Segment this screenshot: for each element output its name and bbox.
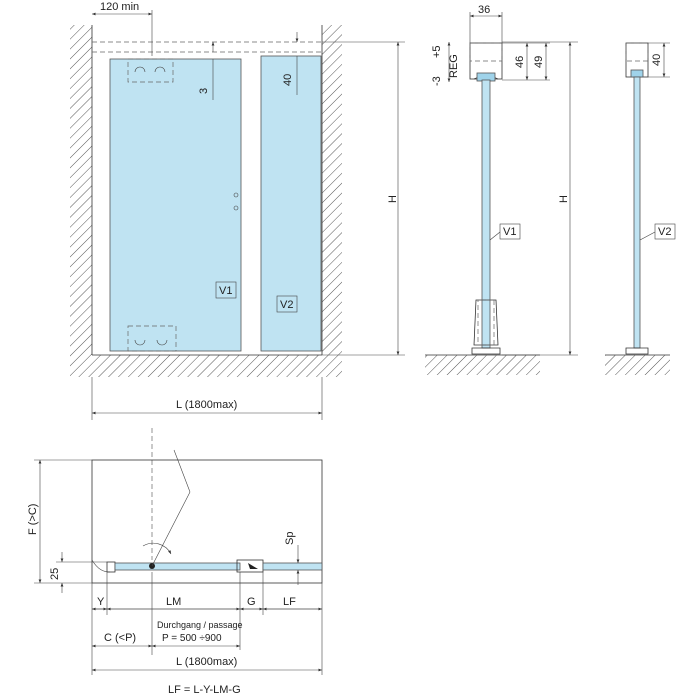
dim-40-section: 40 [651, 54, 663, 66]
reg-label: REG [448, 54, 460, 78]
panel-v1-label: V1 [219, 285, 232, 297]
dim-y: Y [97, 596, 105, 608]
floor-hatch [92, 355, 322, 377]
passage-label: Durchgang / passage [157, 620, 243, 630]
dim-49: 49 [533, 56, 545, 68]
dim-top-offset: 120 min [100, 1, 139, 13]
front-view: 120 min 3 40 V1 V2 H L (1800max) [70, 1, 405, 560]
dim-gap: 3 [198, 88, 210, 94]
section-v2-label: V2 [658, 226, 671, 238]
left-wall-hatch [70, 25, 92, 377]
formula: LF = L-Y-LM-G [168, 684, 241, 696]
plan-dim-width: L (1800max) [176, 656, 237, 668]
dim-depth: F (>C) [27, 504, 39, 535]
panel-v2-label: V2 [280, 299, 293, 311]
dim-fixed-top: 40 [282, 74, 294, 86]
dim-g: G [247, 596, 256, 608]
section-v1: 36 +5 REG -3 46 49 V1 H [425, 4, 578, 375]
section-v1-label: V1 [503, 226, 516, 238]
dim-46: 46 [514, 56, 526, 68]
panel-v2-glass [260, 55, 322, 352]
section-v2: 40 V2 [605, 42, 676, 375]
dim-sp: Sp [284, 532, 296, 545]
dim-lm: LM [166, 596, 181, 608]
reg-minus: -3 [431, 76, 443, 86]
right-wall-hatch [322, 25, 342, 377]
dim-lf: LF [283, 596, 296, 608]
dim-c: C (<P) [104, 632, 136, 644]
passage-value: P = 500 ÷900 [162, 633, 222, 644]
panel-v1-glass [109, 58, 242, 352]
section-v1-height: H [558, 195, 570, 203]
reg-plus: +5 [431, 45, 443, 58]
front-dim-height: H [387, 195, 399, 203]
dim-25: 25 [49, 568, 61, 580]
front-dim-width: L (1800max) [176, 399, 237, 411]
dim-profile-width: 36 [478, 4, 490, 16]
plan-view: F (>C) 25 Sp Y LM G LF C (<P) Durchgang … [27, 449, 323, 696]
